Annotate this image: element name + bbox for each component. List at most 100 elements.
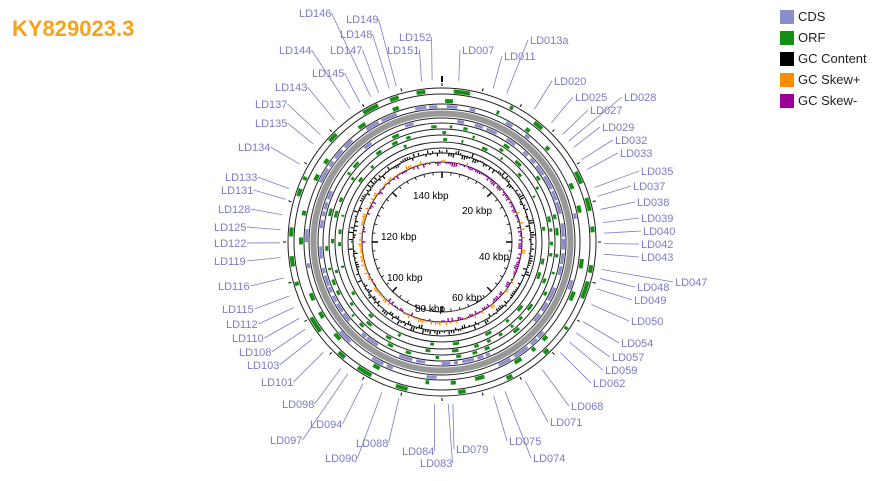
- inner-tick-45: [406, 181, 409, 185]
- gc-skew-minus-43: [510, 205, 514, 208]
- gc-bar-200: [360, 197, 364, 200]
- track-ring-10: [347, 147, 537, 337]
- gc-bar-202: [363, 193, 367, 196]
- outer-tick-9: [576, 319, 580, 322]
- gc-skew-minus-73: [514, 264, 519, 268]
- orf-block-63: [435, 355, 440, 359]
- gc-skew-plus-164: [367, 275, 371, 279]
- outer-tick-4: [551, 129, 555, 133]
- legend-item-gc-skew-plus[interactable]: GC Skew+: [780, 69, 867, 90]
- orf-block-52: [503, 143, 511, 150]
- legend-item-gc-content[interactable]: GC Content: [780, 48, 867, 69]
- inner-tick-6: [482, 186, 485, 190]
- orf-block-118: [452, 341, 460, 346]
- gc-bar-219: [392, 166, 395, 169]
- gc-bar-199: [359, 199, 363, 202]
- gc-bar-46: [522, 207, 525, 210]
- gene-leader-line: [602, 217, 640, 223]
- gc-skew-plus-87: [503, 291, 506, 294]
- gc-skew-minus-92: [494, 297, 498, 301]
- gc-bar-209: [373, 180, 376, 183]
- orf-block-33: [568, 290, 576, 302]
- gc-skew-plus-215: [389, 177, 393, 181]
- cds-block-20: [567, 279, 574, 290]
- orf-block-70: [327, 267, 332, 271]
- gc-skew-plus-212: [385, 182, 388, 185]
- gene-label: LD047: [675, 277, 707, 289]
- legend-label-orf: ORF: [798, 30, 826, 45]
- gc-bar-204: [366, 189, 369, 192]
- gc-bar-214: [383, 173, 386, 176]
- cds-block-4: [474, 123, 484, 130]
- cds-block-21: [547, 286, 557, 302]
- gc-bar-201: [361, 195, 365, 198]
- orf-block-115: [516, 304, 524, 312]
- gene-leader-line: [596, 288, 633, 301]
- orf-block-78: [472, 135, 476, 139]
- gc-skew-plus-225: [407, 165, 411, 170]
- gc-skew-minus-16: [471, 167, 474, 171]
- cds-track: [305, 105, 577, 379]
- inner-tick-15: [506, 258, 510, 261]
- inner-tick-23: [458, 306, 461, 310]
- orf-block-32: [578, 258, 584, 269]
- gc-bar-227: [408, 156, 411, 159]
- orf-block-19: [289, 227, 294, 237]
- gene-leader-line: [250, 277, 285, 287]
- gc-bar-145: [388, 311, 392, 315]
- gc-bar-20: [482, 163, 486, 167]
- cds-block-12: [543, 175, 553, 190]
- gc-skew-minus-82: [506, 281, 511, 285]
- track-ring-9: [341, 141, 543, 343]
- gc-bar-229: [412, 153, 415, 158]
- orf-block-47: [323, 158, 330, 165]
- gc-bar-221: [396, 164, 400, 168]
- gc-skew-minus-22: [482, 173, 485, 176]
- gc-bar-143: [391, 316, 394, 320]
- gene-leader-line: [246, 257, 281, 262]
- gc-bar-83: [514, 288, 518, 292]
- gene-label: LD090: [325, 453, 357, 465]
- legend-swatch-gc-skew-minus: [780, 93, 794, 108]
- orf-block-104: [391, 140, 399, 146]
- inner-tick-32: [386, 282, 390, 285]
- legend-item-cds[interactable]: CDS: [780, 6, 867, 27]
- orf-block-54: [552, 214, 557, 220]
- gene-label: LD144: [279, 45, 311, 57]
- gene-leader-line: [581, 139, 614, 161]
- cds-block-63: [428, 105, 438, 109]
- cds-block-19: [557, 265, 563, 276]
- gc-bar-8: [457, 150, 460, 155]
- gc-bar-226: [406, 157, 409, 160]
- gc-bar-142: [394, 315, 398, 319]
- gc-skew-plus-194: [362, 213, 367, 216]
- gc-bar-75: [525, 273, 530, 277]
- gc-skew-plus-224: [405, 165, 409, 171]
- gc-skew-minus-99: [483, 306, 487, 310]
- outer-tick-14: [400, 392, 403, 396]
- legend-item-gc-skew-minus[interactable]: GC Skew-: [780, 90, 867, 111]
- gc-skew-minus-88: [499, 290, 504, 295]
- gene-leader-line: [601, 269, 674, 283]
- gene-label: LD084: [402, 446, 434, 458]
- gc-bar-148: [381, 309, 385, 313]
- legend: CDS ORF GC Content GC Skew+ GC Skew-: [780, 6, 867, 111]
- gene-label: LD147: [330, 45, 362, 57]
- outer-tick-11: [519, 376, 522, 380]
- gene-label: LD152: [399, 32, 431, 44]
- cds-block-31: [453, 360, 459, 365]
- orf-block-83: [549, 228, 553, 232]
- legend-item-orf[interactable]: ORF: [780, 27, 867, 48]
- backbone-circle: [310, 110, 574, 374]
- outer-tick-2: [481, 88, 484, 92]
- gc-bar-97: [493, 312, 496, 315]
- cds-block-15: [572, 213, 577, 220]
- gc-skew-plus-226: [409, 164, 413, 169]
- gc-bar-38: [515, 189, 519, 192]
- gc-skew-plus-150: [384, 299, 388, 303]
- gene-label: LD075: [509, 436, 541, 448]
- gc-skew-minus-149: [387, 298, 392, 302]
- gene-leader-line: [551, 96, 574, 123]
- inner-tick-5: [475, 181, 478, 185]
